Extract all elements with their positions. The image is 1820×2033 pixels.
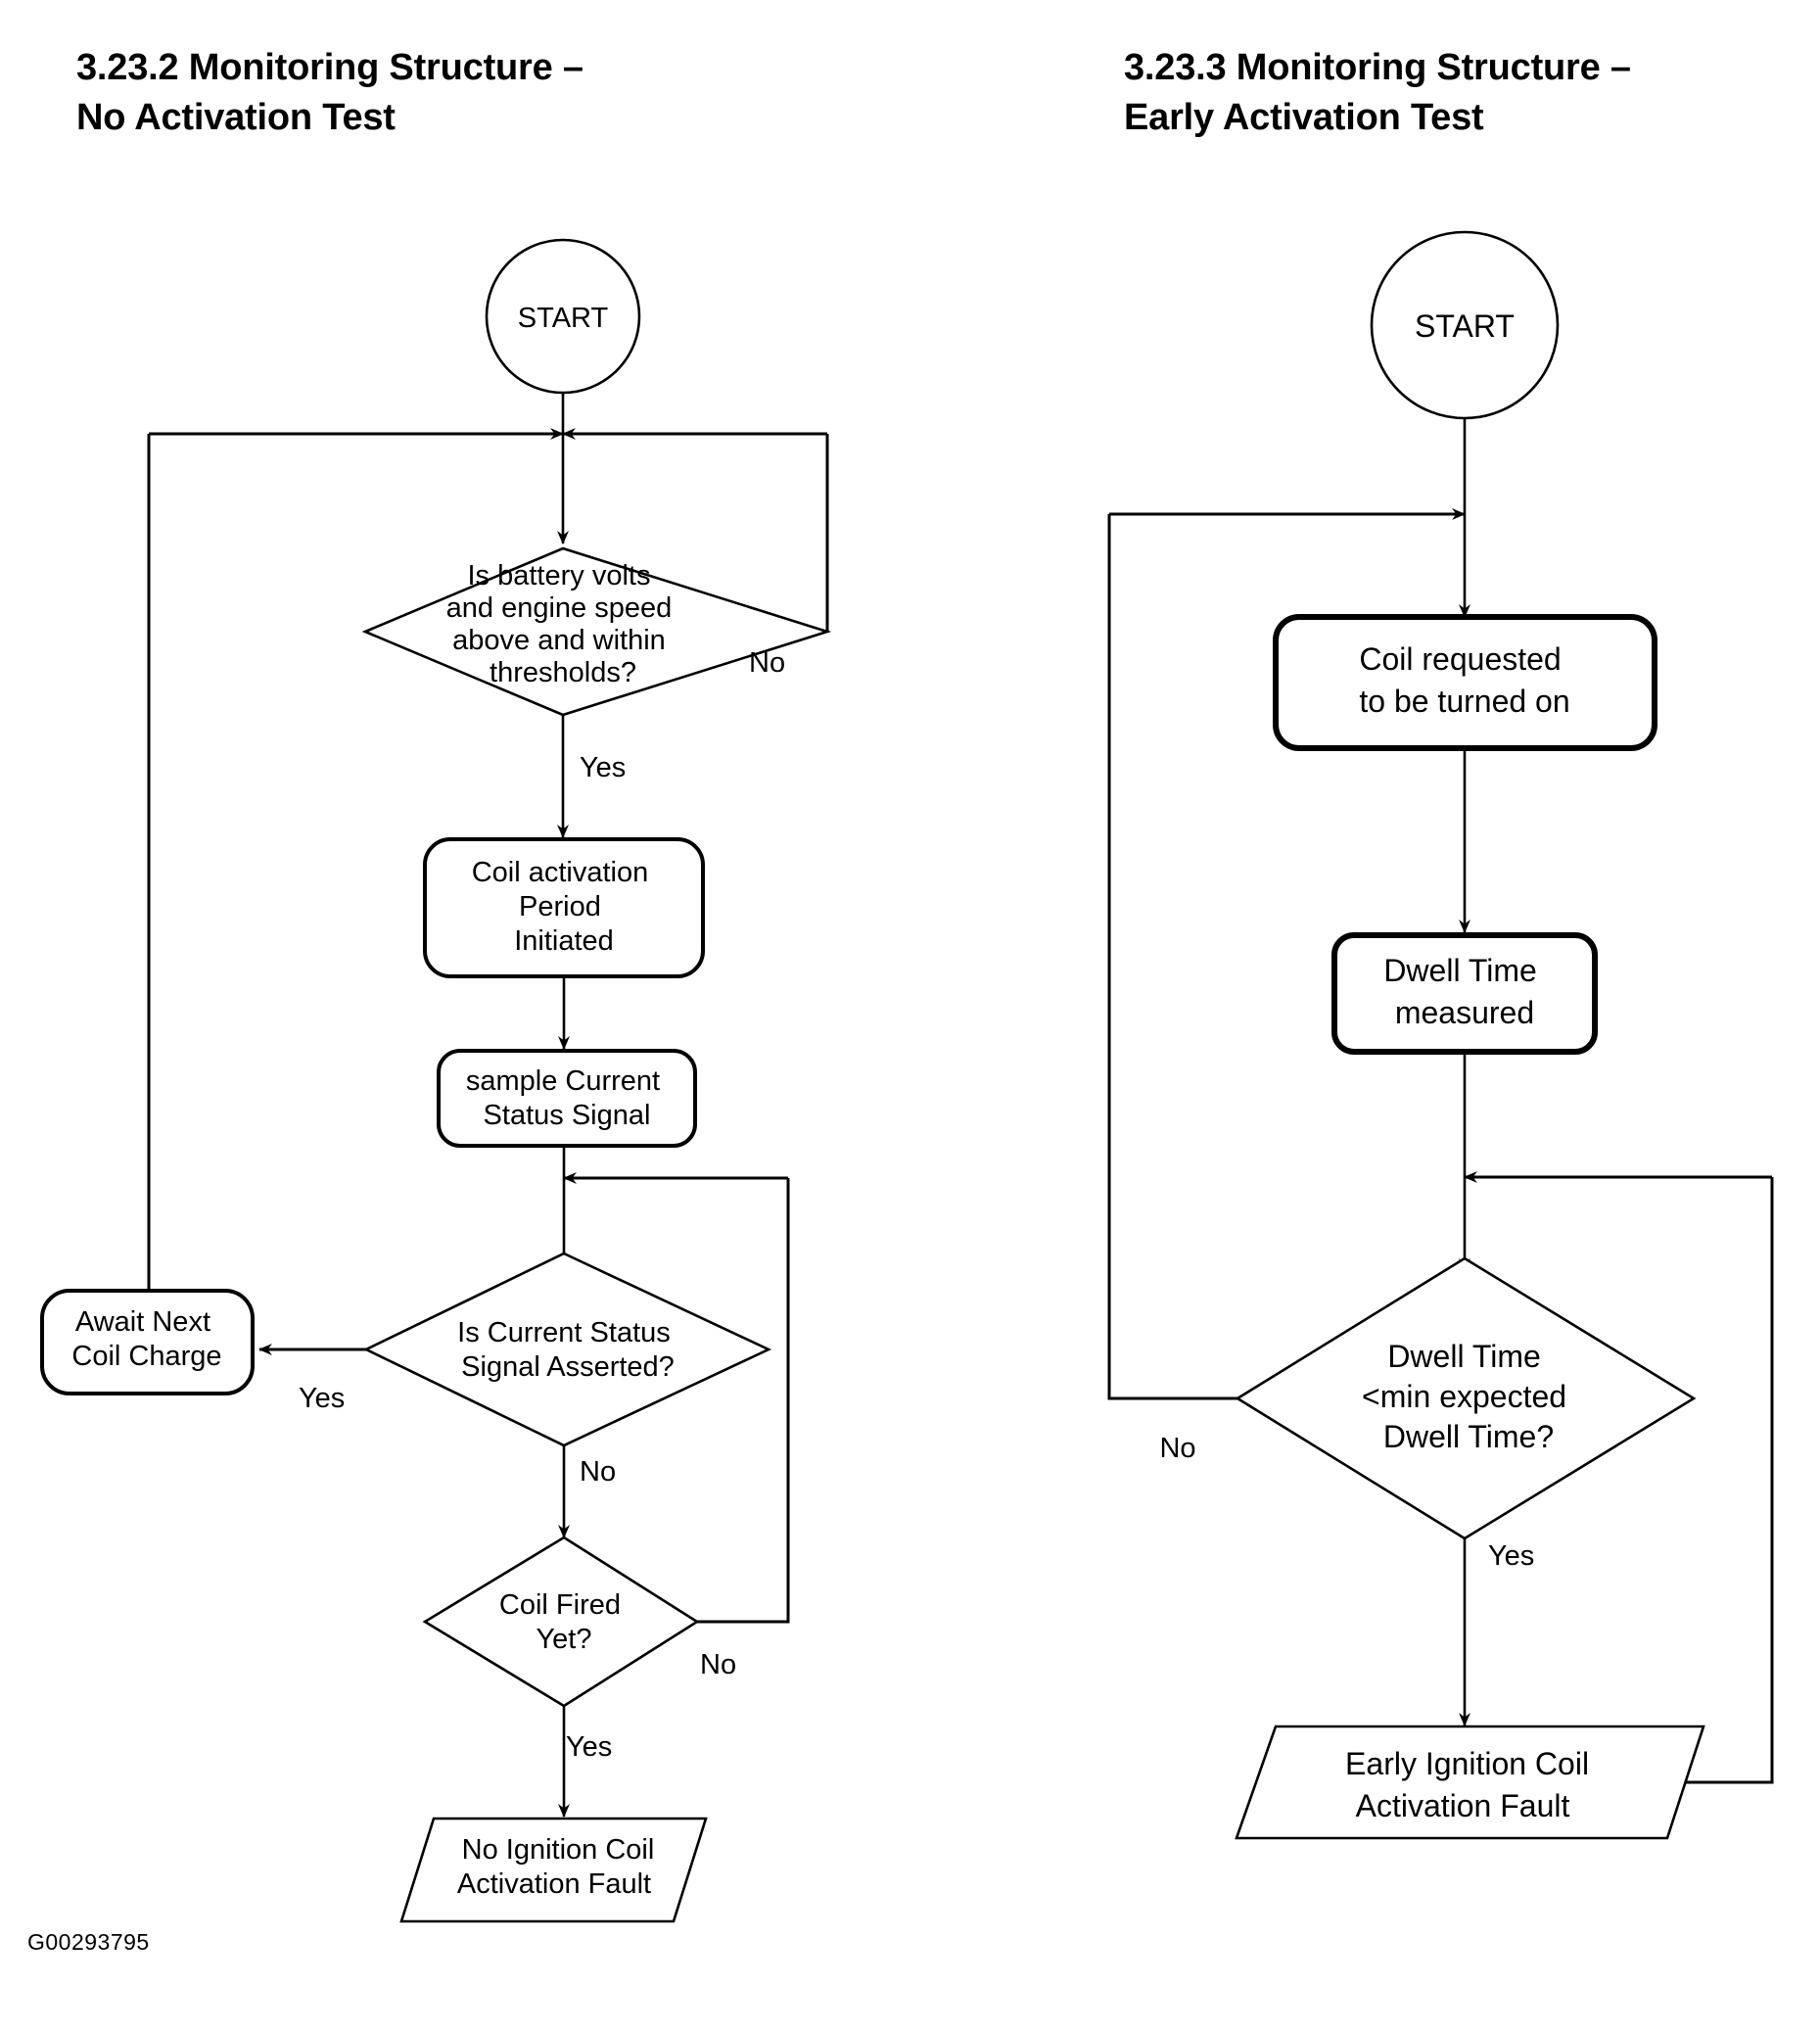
left-label-coilfired-no: No xyxy=(700,1649,736,1680)
left-edge-coilfired-no xyxy=(697,1178,790,1624)
left-decision-asserted-label: Is Current Status Signal Asserted? xyxy=(457,1317,678,1383)
right-process-coil-requested xyxy=(1273,614,1657,751)
right-edge-fault-loopback xyxy=(1686,1177,1774,1784)
left-decision-asserted xyxy=(363,1252,772,1447)
left-decision-thresholds-label: Is battery volts and engine speed above … xyxy=(446,560,680,688)
right-process-coil-requested-label: Coil requested to be turned on xyxy=(1359,641,1569,719)
right-edge-dwell-no xyxy=(1107,514,1237,1400)
right-output-fault-label: Early Ignition Coil Activation Fault xyxy=(1345,1746,1598,1823)
left-label-coilfired-yes: Yes xyxy=(566,1731,612,1763)
left-label-thresholds-no: No xyxy=(749,647,785,679)
left-chart-group: START Is battery volts and engine speed … xyxy=(40,238,832,1923)
left-start-label: START xyxy=(518,303,609,334)
right-chart-group: START Coil requested to be turned on Dwe… xyxy=(1107,230,1774,1840)
left-chart-title: 3.23.2 Monitoring Structure – No Activat… xyxy=(76,47,583,139)
left-decision-coil-fired-label: Coil Fired Yet? xyxy=(499,1589,629,1655)
left-label-thresholds-yes: Yes xyxy=(580,752,626,783)
left-process-await-next-label: Await Next Coil Charge xyxy=(71,1306,221,1372)
right-label-dwell-no: No xyxy=(1159,1433,1195,1464)
right-process-dwell-measured-label: Dwell Time measured xyxy=(1383,953,1545,1030)
right-chart-title: 3.23.3 Monitoring Structure – Early Acti… xyxy=(1124,47,1631,139)
right-output-fault xyxy=(1235,1725,1705,1840)
figure-code-label: G00293795 xyxy=(27,1929,150,1955)
right-start-label: START xyxy=(1415,308,1515,344)
left-output-fault xyxy=(399,1817,708,1923)
left-decision-coil-fired xyxy=(422,1536,700,1708)
left-process-sample-signal-label: sample Current Status Signal xyxy=(466,1065,668,1131)
left-output-fault-label: No Ignition Coil Activation Fault xyxy=(457,1834,662,1900)
left-process-coil-activation-label: Coil activation Period Initiated xyxy=(472,857,657,957)
left-process-sample-signal xyxy=(437,1049,697,1148)
left-label-asserted-yes: Yes xyxy=(299,1383,345,1414)
left-label-asserted-no: No xyxy=(580,1456,616,1488)
right-decision-dwell-label: Dwell Time <min expected Dwell Time? xyxy=(1362,1339,1575,1454)
right-label-dwell-yes: Yes xyxy=(1488,1540,1534,1572)
